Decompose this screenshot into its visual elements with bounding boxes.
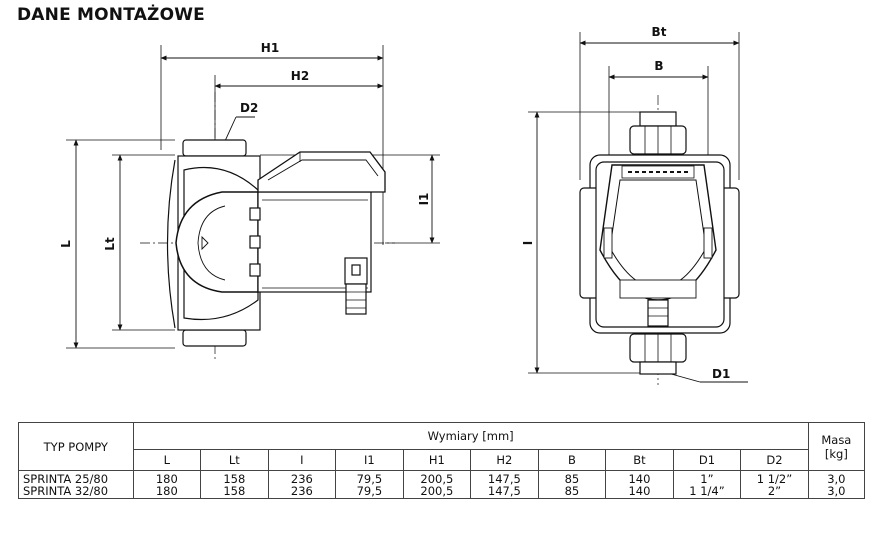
cell-Lt: 158	[223, 484, 246, 498]
mass-header: Masa [kg]	[807, 422, 866, 471]
cell-H1: 200,5	[420, 484, 454, 498]
cell-D1: 1 1/4”	[689, 484, 725, 498]
label-D1: D1	[712, 367, 730, 381]
cell-I1: 79,5	[356, 484, 383, 498]
label-Bt: Bt	[652, 25, 667, 39]
type-header: TYP POMPY	[18, 422, 134, 471]
cell-H2: 147,5	[487, 484, 521, 498]
cell-B: 85	[564, 472, 580, 486]
cell-D2: 1 1/2”	[756, 472, 793, 486]
cell-H2: 147,5	[487, 472, 521, 486]
side-view-drawing	[66, 45, 440, 360]
cell-Bt: 140	[628, 484, 651, 498]
label-Lt: Lt	[103, 237, 117, 251]
cell-D1: 1”	[700, 472, 714, 486]
col-header-L: L	[132, 449, 202, 471]
col-header-I: I	[267, 449, 337, 471]
row-model: SPRINTA 32/80	[23, 484, 109, 498]
front-view-drawing	[528, 32, 748, 385]
label-D2: D2	[240, 101, 258, 115]
cell-I: 236	[290, 484, 313, 498]
cell-I1: 79,5	[356, 472, 383, 486]
label-B: B	[654, 59, 663, 73]
col-header-D1: D1	[672, 449, 742, 471]
col-header-B: B	[537, 449, 607, 471]
cell-Bt: 140	[628, 472, 651, 486]
cell-L: 180	[155, 472, 178, 486]
page-title: DANE MONTAŻOWE	[17, 5, 205, 25]
label-I: I	[521, 241, 535, 245]
col-header-Bt: Bt	[605, 449, 674, 471]
mounting-drawings: H1 H2 D2 L Lt I1	[59, 25, 748, 385]
label-I1: I1	[417, 193, 431, 206]
cell-mass: 3,0	[827, 472, 846, 486]
col-header-I1: I1	[335, 449, 404, 471]
cell-H1: 200,5	[420, 472, 454, 486]
label-H1: H1	[261, 41, 279, 55]
label-H2: H2	[291, 69, 309, 83]
col-header-H2: H2	[470, 449, 539, 471]
dimensions-header: Wymiary [mm]	[132, 422, 809, 450]
col-header-H1: H1	[402, 449, 472, 471]
label-L: L	[59, 240, 73, 248]
col-header-D2: D2	[740, 449, 809, 471]
cell-Lt: 158	[223, 472, 246, 486]
col-header-Lt: Lt	[200, 449, 269, 471]
dimensions-table: TYP POMPY Wymiary [mm] Masa [kg] L Lt I …	[18, 422, 866, 499]
cell-B: 85	[564, 484, 580, 498]
cell-L: 180	[155, 484, 178, 498]
cell-mass: 3,0	[827, 484, 846, 498]
cell-I: 236	[290, 472, 313, 486]
row-model: SPRINTA 25/80	[23, 472, 109, 486]
cell-D2: 2”	[767, 484, 782, 498]
